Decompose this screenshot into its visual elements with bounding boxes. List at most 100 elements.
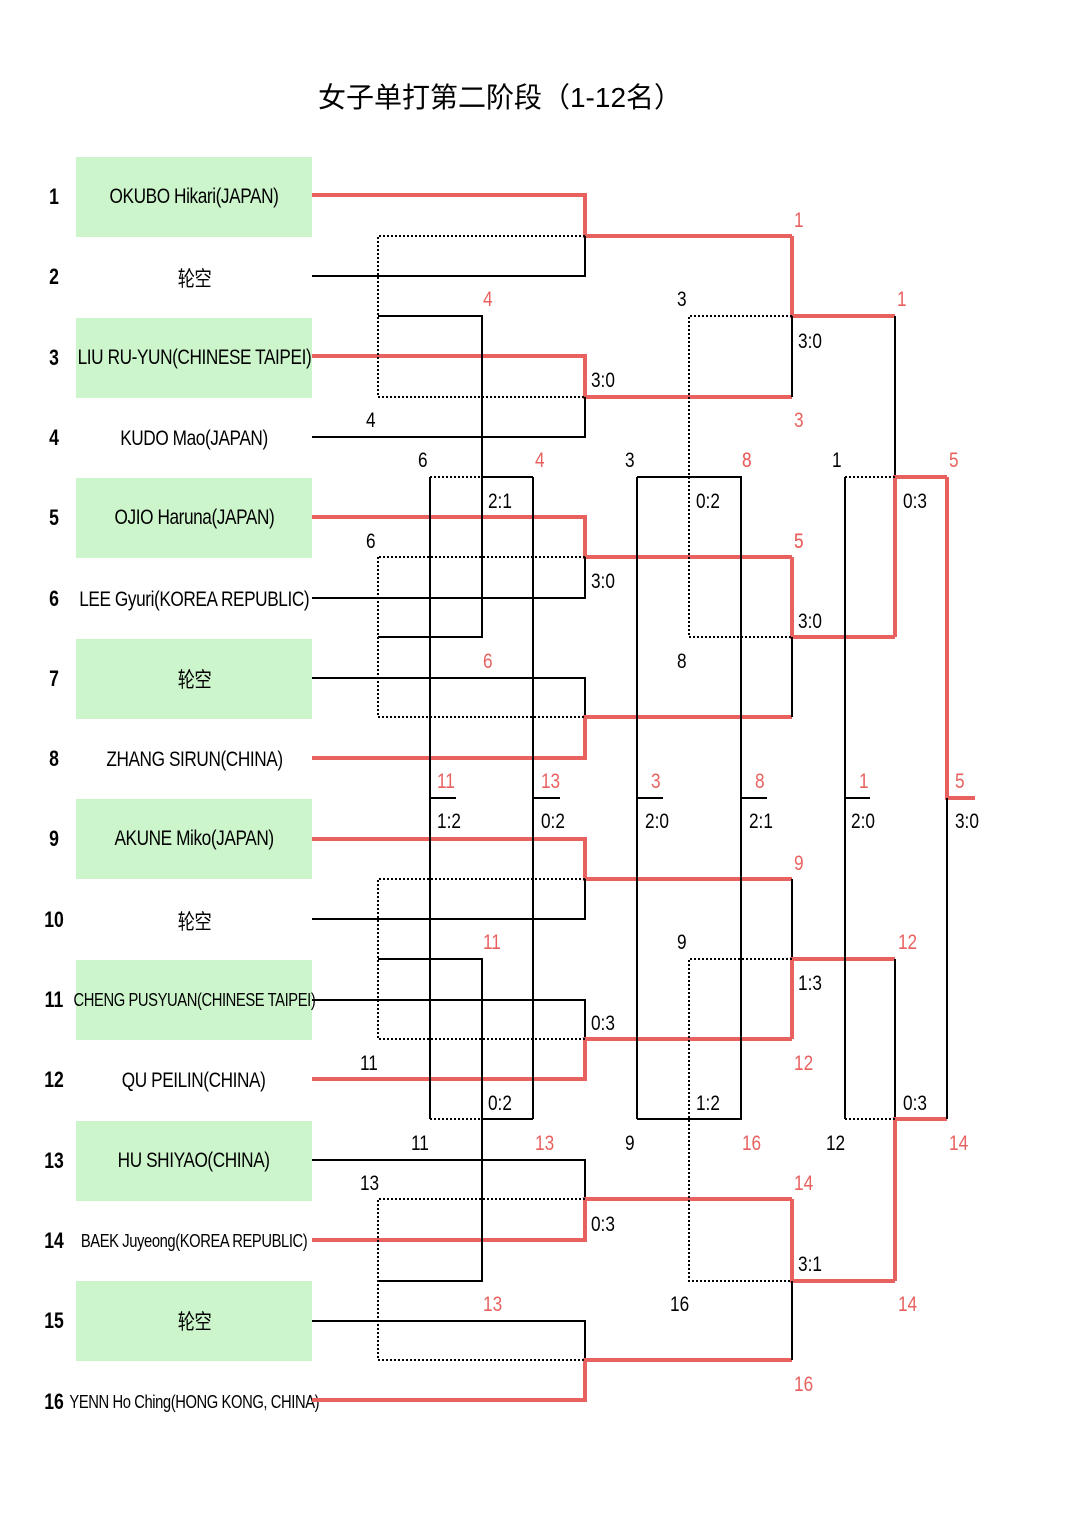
label-qf-winner-5: 5 — [794, 531, 804, 554]
player-cell: 轮空 — [76, 880, 312, 962]
player-cell: YENN Ho Ching(HONG KONG, CHINA) — [69, 1362, 319, 1444]
seed-number: 2 — [49, 264, 59, 290]
label-qf-winner-14: 14 — [898, 1294, 917, 1317]
player-cell: CHENG PUSYUAN(CHINESE TAIPEI) — [73, 960, 315, 1040]
label-loser-6a: 6 — [418, 450, 428, 473]
seed-number: 7 — [49, 665, 59, 691]
player-name: OKUBO Hikari(JAPAN) — [109, 185, 279, 208]
player-name: OJIO Haruna(JAPAN) — [114, 506, 274, 530]
line-qf-12-win — [790, 957, 895, 1039]
player-name: KUDO Mao(JAPAN) — [120, 426, 268, 450]
seed-number: 16 — [44, 1388, 64, 1414]
label-loser-16: 16 — [670, 1294, 689, 1317]
player-cell: 轮空 — [76, 1281, 312, 1362]
label-r1-winner-5: 5 — [794, 531, 804, 554]
label-r1-winner-8: 8 — [742, 450, 752, 473]
label-mid-1: 1 — [859, 771, 869, 794]
line-r1-7 — [312, 677, 586, 717]
label-qf-winner-12: 12 — [898, 932, 917, 955]
qf-loser-637 — [636, 477, 663, 799]
seed-number: 3 — [49, 344, 59, 370]
player-name: HU SHIYAO(CHINA) — [118, 1148, 270, 1172]
player-name: AKUNE Miko(JAPAN) — [114, 827, 274, 851]
label-score-11-12: 0:3 — [591, 1013, 615, 1036]
label-mid-13: 13 — [541, 771, 560, 794]
label-place-winner-16: 16 — [742, 1133, 761, 1156]
label-r1-winner-9: 9 — [794, 853, 804, 876]
player-name: ZHANG SIRUN(CHINA) — [105, 748, 283, 772]
label-score-1-5: 0:3 — [903, 491, 927, 514]
seed-number: 4 — [49, 424, 59, 450]
label-score-mid-13: 0:2 — [541, 811, 565, 834]
label-sf-winner-14: 14 — [949, 1133, 968, 1156]
label-score-mid-3: 2:0 — [645, 811, 669, 834]
label-score-mid-1: 2:0 — [851, 811, 875, 834]
label-score-1-3: 3:0 — [798, 331, 822, 354]
label-r1-winner-3: 3 — [794, 410, 804, 433]
line-r1-14-win — [312, 1197, 792, 1242]
line-r1-12-win — [312, 1037, 792, 1081]
label-score-mid-11: 1:2 — [437, 811, 461, 834]
label-loser-11a: 11 — [360, 1053, 378, 1076]
label-place-winner-13: 13 — [535, 1133, 554, 1156]
seed-number: 14 — [44, 1227, 64, 1253]
loser-c-lower — [378, 1119, 483, 1282]
player-cell: LEE Gyuri(KOREA REPUBLIC) — [76, 559, 312, 641]
player-cell: QU PEILIN(CHINA) — [76, 1040, 312, 1122]
label-place-winner-8: 8 — [742, 450, 752, 473]
label-place-winner-4: 4 — [535, 450, 545, 473]
seed-number: 9 — [49, 826, 59, 852]
label-loser-3b: 3 — [625, 450, 635, 473]
label-score-final: 3:0 — [955, 811, 979, 834]
line-r1-10 — [312, 879, 586, 920]
label-score-11-13: 0:2 — [488, 1093, 512, 1116]
label-place-winner-11: 11 — [483, 932, 501, 955]
label-score-3-8: 0:2 — [696, 491, 720, 514]
line-r1-15 — [312, 1320, 586, 1360]
label-qf-winner-1: 1 — [897, 289, 907, 312]
seed-number: 1 — [49, 184, 59, 209]
label-r1-winner-14: 14 — [794, 1173, 813, 1196]
line-r1-3-win — [312, 354, 792, 399]
seed-number: 12 — [44, 1067, 64, 1093]
loser-a-lower — [378, 477, 483, 638]
player-cell: LIU RU-YUN(CHINESE TAIPEI) — [76, 317, 312, 398]
player-cell: 轮空 — [76, 237, 312, 319]
label-mid-8: 8 — [755, 771, 765, 794]
player-cell: HU SHIYAO(CHINA) — [76, 1120, 312, 1201]
label-r1-winner-4: 4 — [483, 289, 493, 312]
player-name: 轮空 — [177, 1311, 211, 1335]
player-cell: BAEK Juyeong(KOREA REPUBLIC) — [76, 1201, 312, 1283]
player-name: 轮空 — [177, 668, 211, 692]
player-name: BAEK Juyeong(KOREA REPUBLIC) — [80, 1231, 308, 1252]
label-score-mid-8: 2:1 — [749, 811, 773, 834]
player-cell: AKUNE Miko(JAPAN) — [76, 799, 312, 880]
player-name: LEE Gyuri(KOREA REPUBLIC) — [79, 587, 309, 611]
label-score-4-6: 2:1 — [488, 491, 512, 514]
player-cell: 轮空 — [76, 638, 312, 719]
label-loser-9a: 9 — [677, 932, 687, 955]
loser-bracket-b — [377, 557, 585, 718]
player-cell: OKUBO Hikari(JAPAN) — [76, 157, 312, 237]
label-loser-1: 1 — [832, 450, 842, 473]
line-r1-8-win — [312, 715, 792, 760]
player-name: QU PEILIN(CHINA) — [122, 1069, 266, 1093]
label-r1-winner-16: 16 — [794, 1374, 813, 1397]
seed-number: 13 — [44, 1147, 64, 1173]
player-cell: ZHANG SIRUN(CHINA) — [76, 719, 312, 801]
label-r1-winner-1: 1 — [794, 210, 804, 233]
seed-number: 6 — [49, 585, 59, 611]
label-score-5-6: 3:0 — [591, 571, 615, 594]
page-title: 女子单打第二阶段（1-12名） — [317, 82, 683, 113]
line-r1-2 — [312, 236, 586, 277]
label-place-winner-13b: 13 — [483, 1294, 502, 1317]
seed-number: 15 — [44, 1308, 64, 1334]
label-place-winner-6: 6 — [483, 651, 493, 674]
player-name: 轮空 — [177, 268, 211, 292]
label-score-3-4: 3:0 — [591, 370, 615, 393]
label-loser-6b: 6 — [366, 531, 376, 554]
line-r1-4 — [312, 397, 586, 438]
line-r1-11 — [312, 999, 586, 1039]
label-r1-winner-12: 12 — [794, 1053, 813, 1076]
